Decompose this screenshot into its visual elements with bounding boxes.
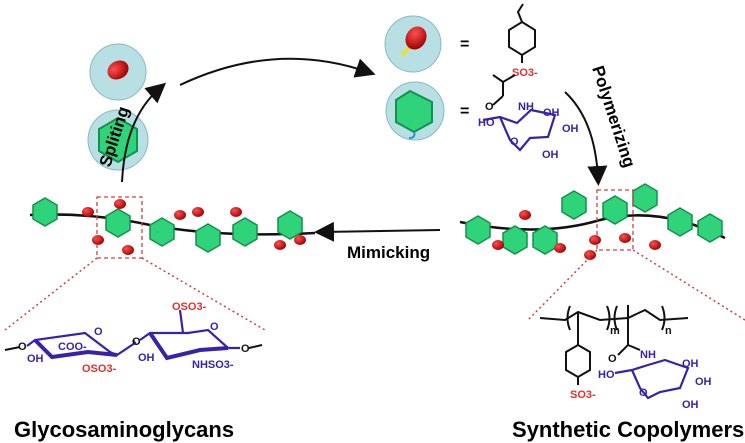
svg-text:O: O xyxy=(485,101,494,113)
equals-sign: = xyxy=(460,36,469,53)
copolymer-zoom-lines xyxy=(527,249,745,321)
svg-text:O: O xyxy=(510,136,519,148)
svg-text:O: O xyxy=(18,341,27,353)
svg-text:O: O xyxy=(94,326,103,338)
svg-text:O: O xyxy=(639,387,648,399)
svg-text:HO: HO xyxy=(598,369,615,381)
svg-text:OH: OH xyxy=(27,353,44,365)
glyco-monomer-circle xyxy=(385,81,445,141)
svg-text:O: O xyxy=(132,336,141,348)
svg-text:OH: OH xyxy=(138,352,155,364)
svg-text:n: n xyxy=(665,325,672,337)
copolymer-structure: m n SO3- O NH HO OH OH O OH xyxy=(539,305,712,411)
mimicking-label: Mimicking xyxy=(347,243,430,262)
copolymer-chain xyxy=(459,183,726,260)
gag-zoom-lines xyxy=(4,257,266,331)
spliting-arrow xyxy=(121,82,167,183)
svg-text:OH: OH xyxy=(542,149,559,161)
svg-text:OH: OH xyxy=(695,376,712,388)
svg-text:OSO3-: OSO3- xyxy=(172,301,207,313)
svg-text:OH: OH xyxy=(682,399,699,411)
svg-text:OH: OH xyxy=(682,358,699,370)
equals-sign: = xyxy=(460,103,469,120)
mimicking-arrow xyxy=(314,221,441,242)
polymerizing-arrow xyxy=(564,91,608,186)
glucosamine-methacrylamide-structure: O NH HO OH OH O OH xyxy=(478,74,579,161)
gag-disaccharide-structure: O O COO- OH OSO3- O OSO3- O OH NHSO3- O xyxy=(4,301,263,375)
synthetic-copolymers-title: Synthetic Copolymers xyxy=(512,417,744,442)
svg-text:OH: OH xyxy=(543,107,560,119)
glycosaminoglycans-title: Glycosaminoglycans xyxy=(14,417,234,442)
svg-text:COO-: COO- xyxy=(58,341,87,353)
svg-text:HO: HO xyxy=(478,117,495,129)
gag-highlight-box xyxy=(96,196,143,259)
styrene-sulfonate-structure: SO3- xyxy=(508,3,538,79)
ball-monomer-circle xyxy=(89,43,147,101)
gag-chain xyxy=(29,197,316,255)
svg-text:SO3-: SO3- xyxy=(512,67,538,79)
copolymer-highlight-box xyxy=(596,189,634,251)
svg-text:OSO3-: OSO3- xyxy=(82,363,117,375)
svg-text:OH: OH xyxy=(562,123,579,135)
svg-text:NHSO3-: NHSO3- xyxy=(192,359,234,371)
sulfonate-monomer-circle xyxy=(384,15,442,73)
svg-text:O: O xyxy=(210,321,219,333)
svg-text:SO3-: SO3- xyxy=(570,389,596,401)
svg-text:NH: NH xyxy=(640,349,656,361)
top-arrow xyxy=(179,57,376,86)
svg-text:O: O xyxy=(608,353,617,365)
svg-text:m: m xyxy=(610,325,620,337)
svg-text:O: O xyxy=(241,343,250,355)
